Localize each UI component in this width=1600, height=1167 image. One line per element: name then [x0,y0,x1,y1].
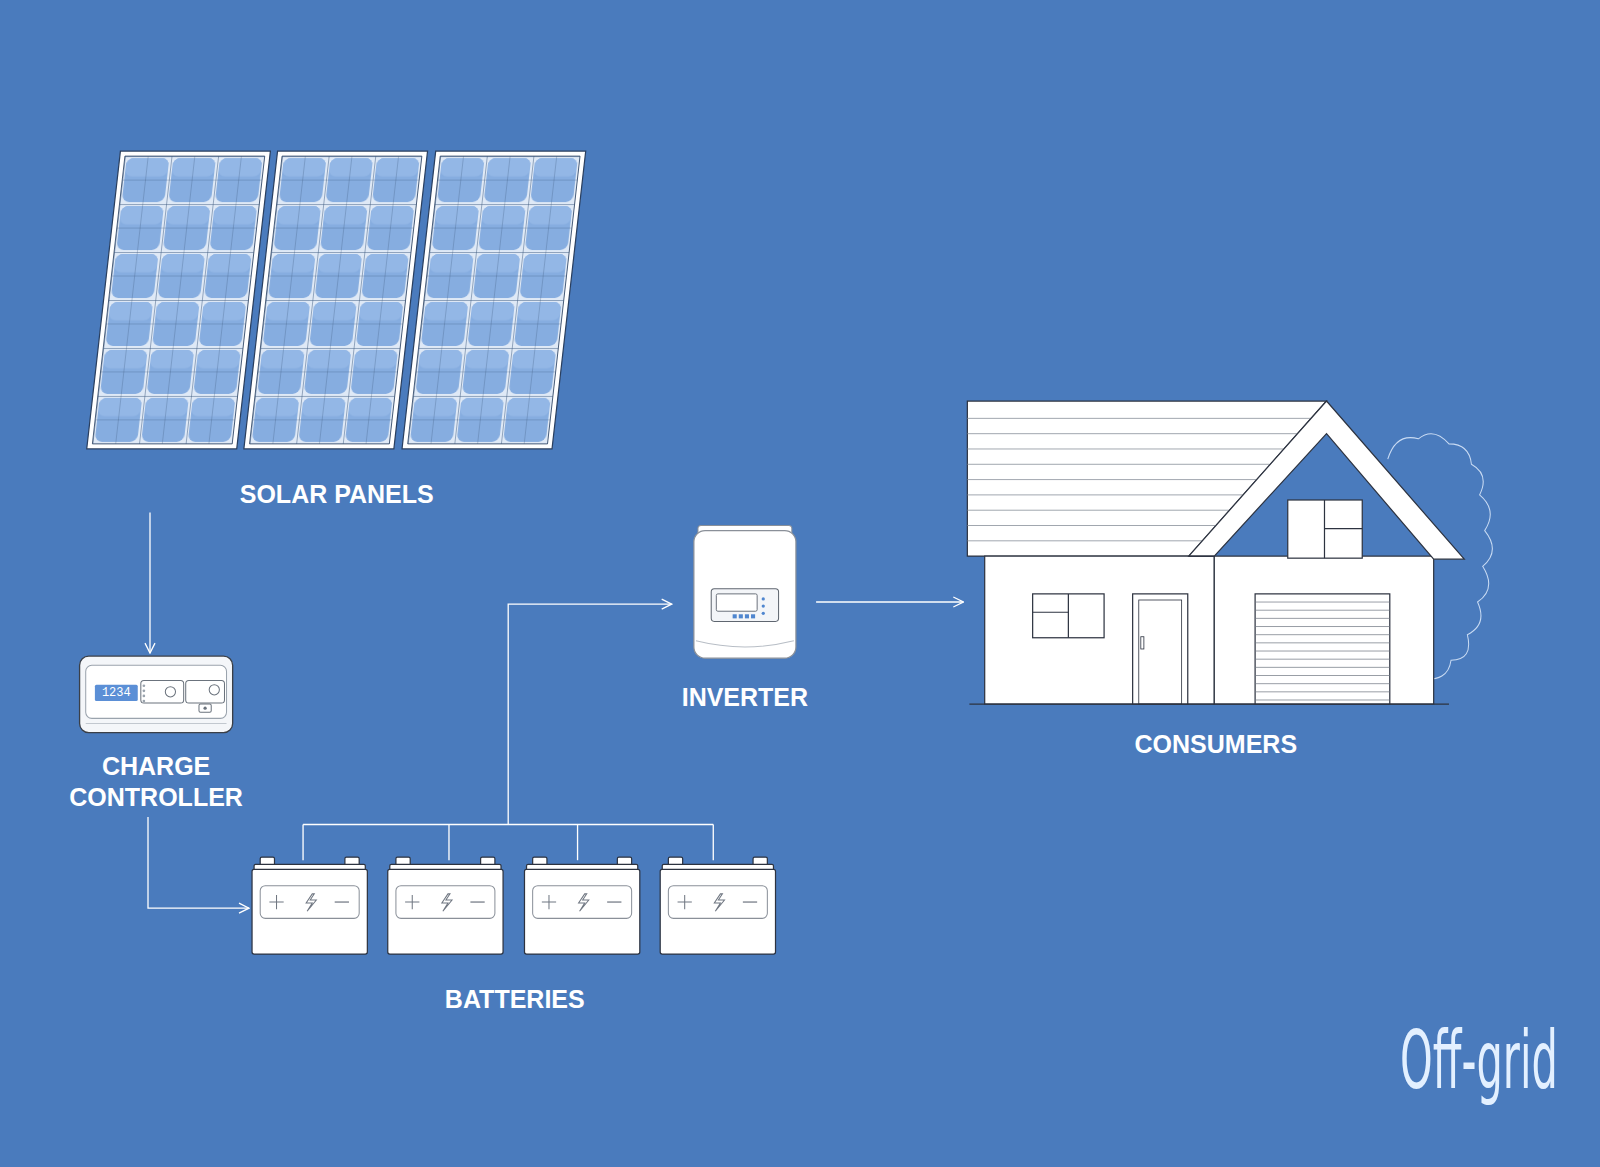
battery [660,857,775,954]
component-node: SOLAR PANELS [87,151,587,510]
watermark: Off-grid [1400,1015,1558,1107]
component-node: CHARGE CONTROLLER [50,656,262,813]
component-label: INVERTER [682,682,808,713]
flow-arrow [149,513,150,654]
flow-arrow [148,817,249,908]
battery-bus-wire [303,824,713,860]
component-label: BATTERIES [445,984,585,1015]
solar-panel [402,151,586,449]
solar-panel [244,151,428,449]
solar-panel [87,151,271,449]
component-node: BATTERIES [252,824,778,1014]
battery-bank [252,857,775,954]
battery [252,857,367,954]
component-node: INVERTER [676,526,814,713]
inverter-device [694,526,796,659]
component-node: CONSUMERS [967,401,1464,760]
component-label: CONSUMERS [1135,729,1298,760]
flow-arrow [816,601,963,602]
display-readout: 1234 [95,685,138,701]
battery [388,857,503,954]
house [967,401,1464,704]
battery [524,857,639,954]
component-label: SOLAR PANELS [240,479,434,510]
charge-controller-device [80,656,233,733]
component-label: CHARGE CONTROLLER [56,751,256,813]
flow-arrow [508,604,672,824]
